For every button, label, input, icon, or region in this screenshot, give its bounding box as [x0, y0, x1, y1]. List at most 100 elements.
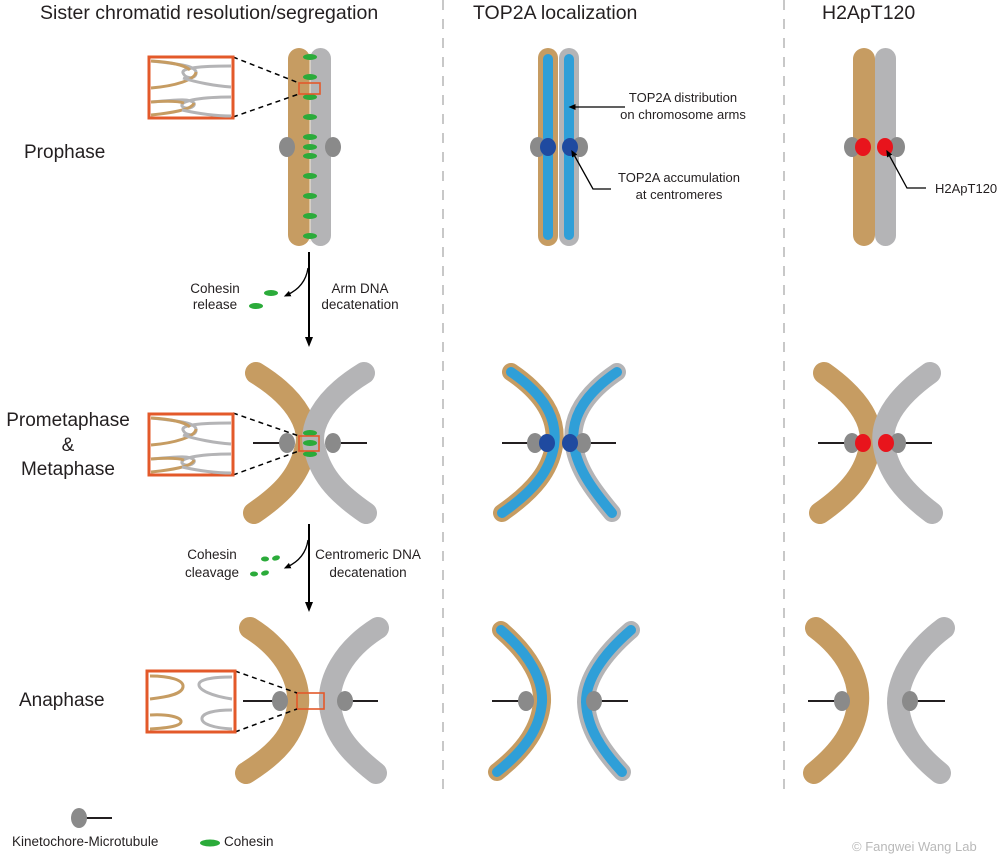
zoom-region-marker	[298, 435, 320, 452]
kinetochore-right	[325, 137, 341, 157]
top2a-centromere-signal	[540, 138, 556, 156]
legend-cohesin: Cohesin	[200, 834, 274, 849]
released-cohesin	[249, 303, 263, 309]
top2a-annotations: TOP2A distribution on chromosome arms TO…	[568, 90, 746, 202]
transition-2-right-line-1: Centromeric DNA	[315, 547, 421, 562]
top2a-arm-signal	[492, 625, 548, 777]
cohesin	[303, 144, 317, 150]
zoom-guide-line	[234, 670, 298, 694]
cohesin-release-arrow	[283, 267, 309, 297]
zoom-region-marker	[296, 692, 325, 710]
cohesin	[303, 153, 317, 159]
kinetochore-right	[902, 691, 918, 711]
kinetochore-left	[834, 691, 850, 711]
h2apt120-anaphase-chromosome	[803, 617, 955, 784]
zoom-guide-line	[232, 56, 300, 84]
cohesin	[303, 233, 317, 239]
column-title-top2a: TOP2A localization	[473, 2, 637, 24]
phase-label-anaphase: Anaphase	[19, 690, 105, 711]
legend-kinetochore-microtubule: Kinetochore-Microtubule	[12, 808, 158, 849]
column-title-h2apt120: H2ApT120	[822, 2, 915, 24]
transition-metaphase-to-anaphase: Cohesin cleavage Centromeric DNA decaten…	[185, 524, 421, 612]
legend-cohesin-label: Cohesin	[224, 834, 274, 849]
zoom-guide-line	[232, 412, 300, 437]
cohesin-group	[303, 54, 317, 239]
h2apt120-signal	[877, 138, 893, 156]
cohesin	[303, 114, 317, 120]
top2a-centromere-signal	[562, 138, 578, 156]
kinetochore-right	[586, 691, 602, 711]
cohesin-cleavage-arrow	[283, 539, 309, 569]
h2apt120-signal	[855, 434, 871, 452]
zoom-region-marker	[298, 82, 321, 95]
kinetochore-right	[889, 137, 905, 157]
chromatid-tan	[235, 617, 310, 784]
top2a-arms-label-2: on chromosome arms	[620, 107, 746, 122]
cohesin	[303, 173, 317, 179]
top2a-centromere-signal	[562, 434, 578, 452]
cohesin	[303, 451, 317, 457]
cohesin	[303, 94, 317, 100]
kinetochore-left	[527, 433, 543, 453]
metaphase-zoom-inset	[147, 412, 300, 477]
kinetochore-icon	[71, 808, 87, 828]
top2a-anaphase-chromosome	[488, 621, 640, 781]
chromatid-gray	[318, 617, 389, 784]
cohesin	[303, 54, 317, 60]
top2a-prophase-chromosome	[530, 48, 588, 246]
cohesin	[303, 74, 317, 80]
kinetochore-left	[279, 433, 295, 453]
transition-2-right-line-2: decatenation	[329, 565, 406, 580]
kinetochore-left	[844, 137, 860, 157]
h2apt120-signal	[878, 434, 894, 452]
kinetochore-left	[279, 137, 295, 157]
prophase-zoom-inset	[147, 55, 300, 120]
cohesin	[303, 193, 317, 199]
chromatid-gray	[886, 617, 955, 784]
h2apt120-label: H2ApT120	[935, 181, 997, 196]
top2a-arm-signal	[580, 625, 636, 777]
cleaved-cohesin	[250, 555, 280, 577]
zoom-guide-line	[232, 450, 300, 476]
h2apt120-signal	[855, 138, 871, 156]
released-cohesin	[264, 290, 278, 296]
transition-1-right-line-1: Arm DNA	[332, 281, 389, 296]
kinetochore-right	[325, 433, 341, 453]
legend: Kinetochore-Microtubule Cohesin	[12, 808, 274, 849]
annotation-pointer	[886, 149, 926, 189]
top2a-centromere-signal	[539, 434, 555, 452]
transition-1-left-line-2: release	[193, 297, 237, 312]
chromatid-tan	[803, 617, 870, 784]
h2apt120-prophase-chromosome	[844, 48, 905, 246]
kinetochore-right	[890, 433, 906, 453]
top2a-centromeres-label-1: TOP2A accumulation	[618, 170, 740, 185]
cohesin	[303, 430, 317, 436]
anaphase-chromosome	[235, 617, 389, 784]
zoom-guide-line	[234, 708, 298, 733]
chromatid-gray	[302, 362, 377, 524]
kinetochore-left	[518, 691, 534, 711]
transition-1-left-line-1: Cohesin	[190, 281, 240, 296]
annotation-pointer	[571, 149, 611, 190]
transition-prophase-to-metaphase: Cohesin release Arm DNA decatenation	[190, 252, 399, 347]
h2apt120-annotation: H2ApT120	[886, 149, 997, 196]
transition-1-right-line-2: decatenation	[321, 297, 398, 312]
credit-text: © Fangwei Wang Lab	[852, 839, 977, 854]
kinetochore-right	[575, 433, 591, 453]
metaphase-chromosome	[243, 362, 377, 524]
h2apt120-metaphase-chromosome	[809, 362, 943, 524]
kinetochore-left	[844, 433, 860, 453]
cohesin-icon	[200, 839, 220, 847]
top2a-metaphase-chromosome	[493, 363, 626, 522]
anaphase-zoom-inset	[145, 669, 298, 734]
phase-label-metaphase: Metaphase	[21, 459, 115, 480]
cohesin	[303, 134, 317, 140]
kinetochore-left	[272, 691, 288, 711]
top2a-arms-label-1: TOP2A distribution	[629, 90, 737, 105]
kinetochore-right	[337, 691, 353, 711]
phase-label-ampersand: &	[62, 435, 75, 456]
phase-label-prometaphase: Prometaphase	[6, 410, 130, 431]
cohesin	[303, 213, 317, 219]
phase-label-prophase: Prophase	[24, 142, 105, 163]
